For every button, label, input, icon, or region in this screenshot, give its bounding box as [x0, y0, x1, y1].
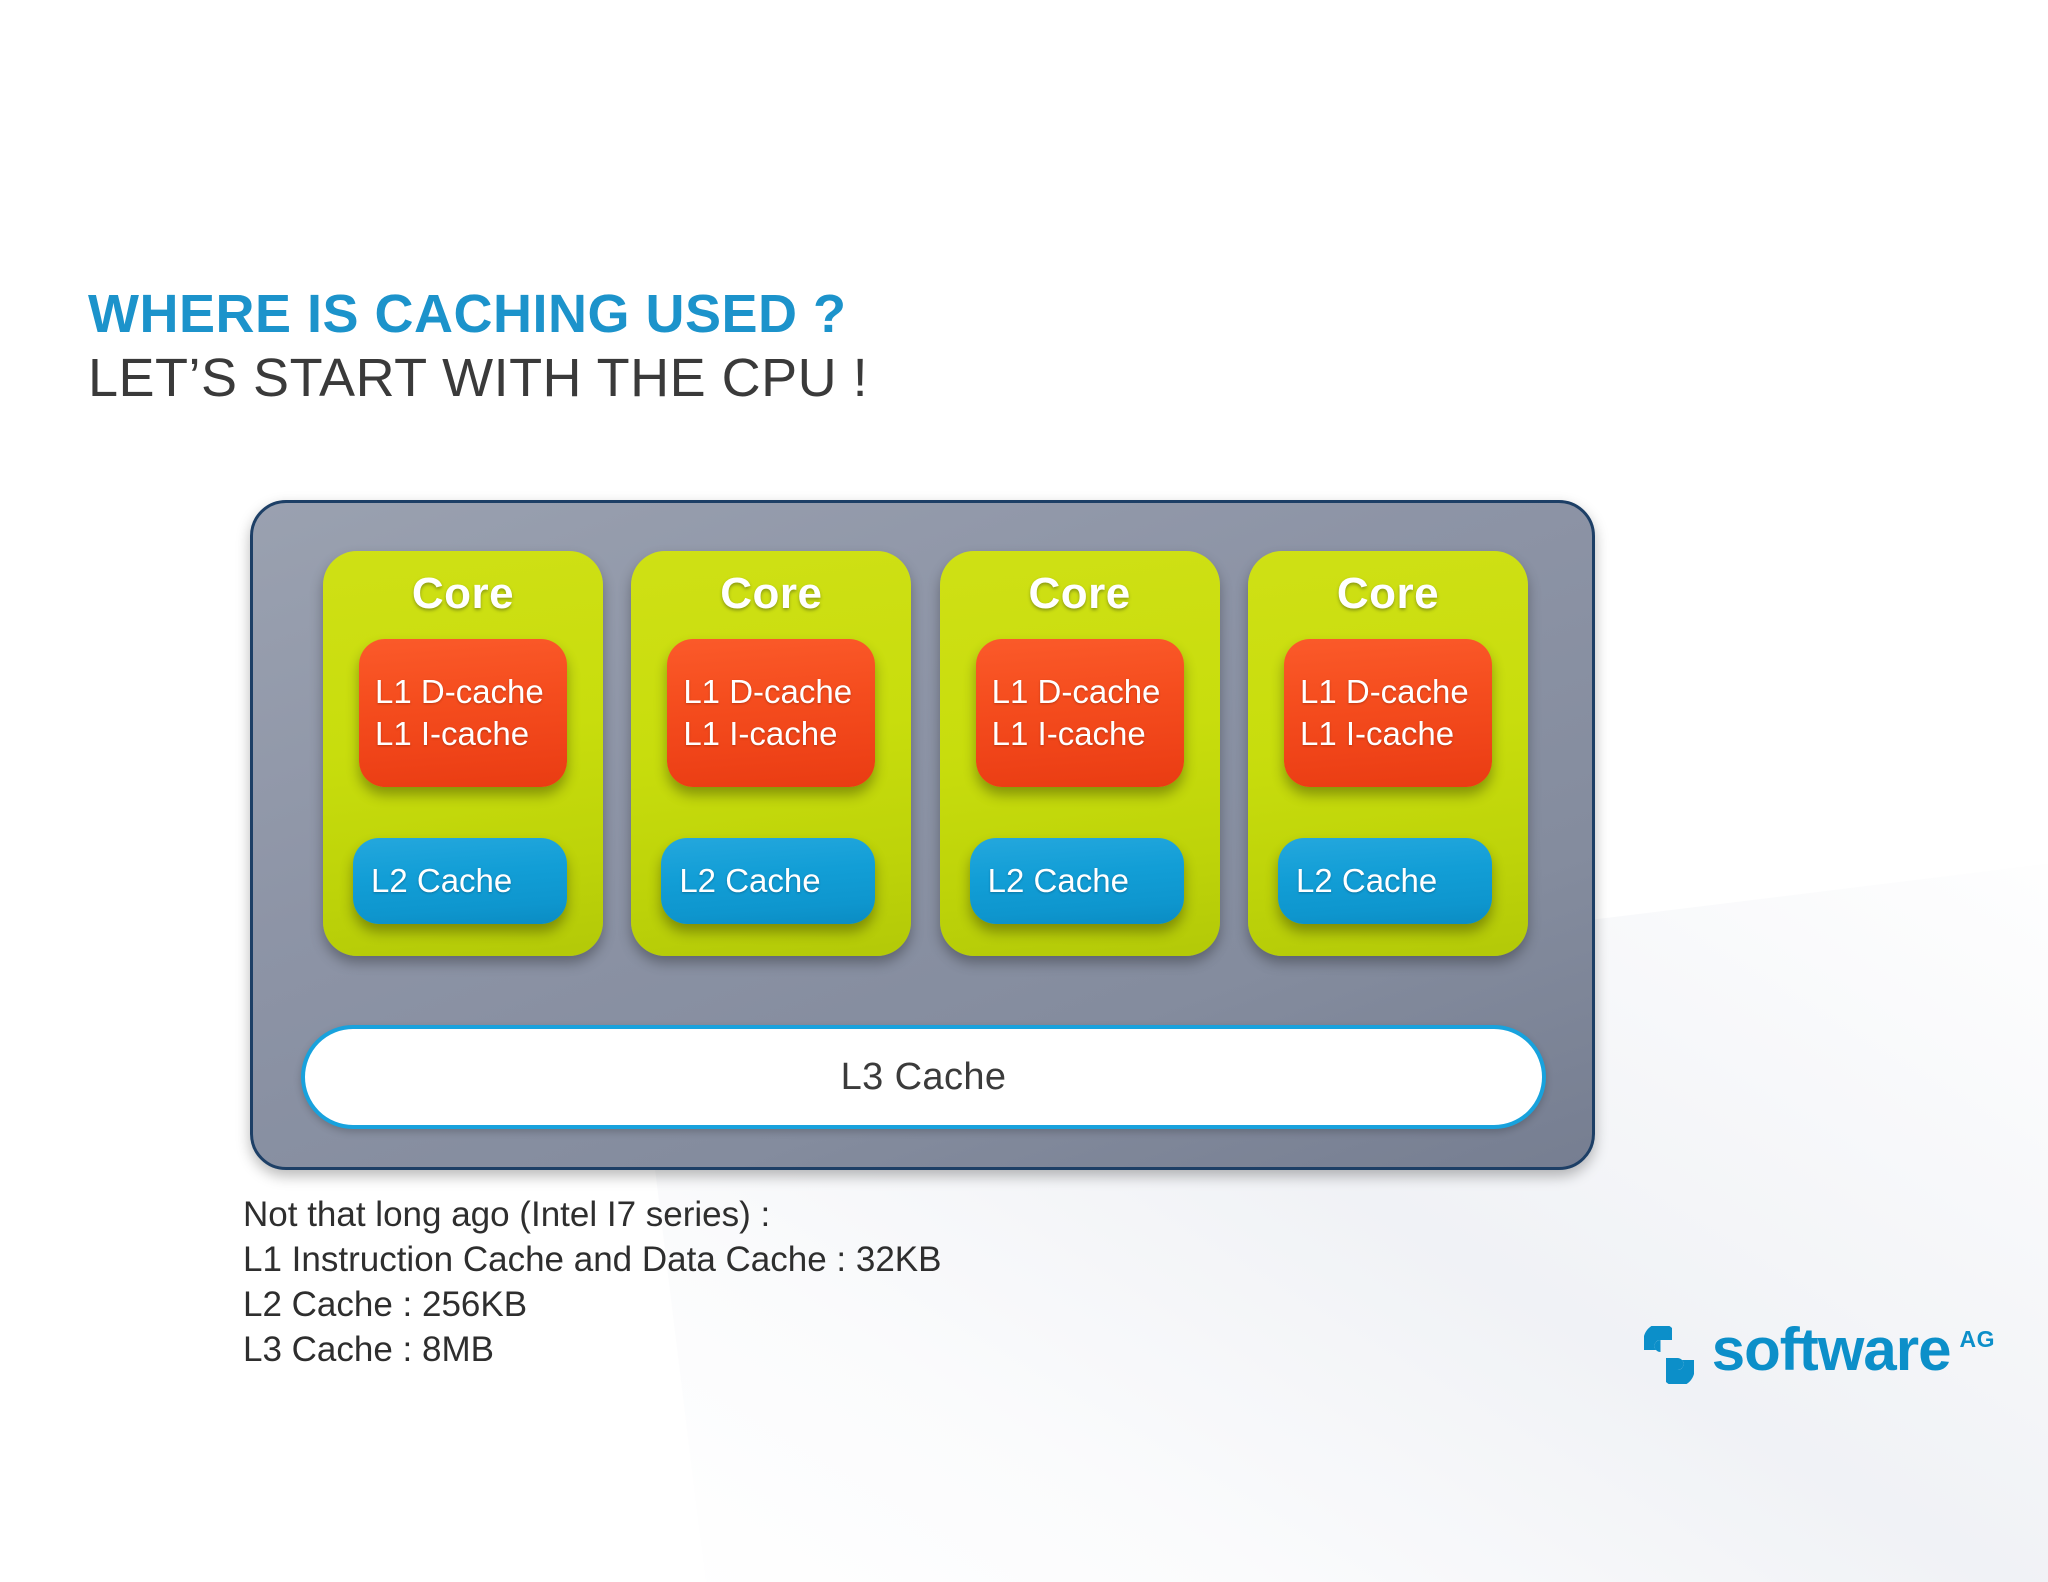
core-label: Core [720, 569, 823, 618]
l2-cache-block: L2 Cache [1277, 838, 1492, 924]
core-block-2: Core L1 D-cache L1 I-cache L2 Cache [631, 551, 912, 956]
l1-d-cache-label: L1 D-cache [991, 673, 1161, 711]
core-label: Core [1336, 569, 1440, 618]
l2-cache-block: L2 Cache [661, 838, 876, 924]
notes-line-2: L1 Instruction Cache and Data Cache : 32… [243, 1240, 942, 1280]
core-block-1: Core L1 D-cache L1 I-cache L2 Cache [323, 551, 603, 956]
l2-cache-label: L2 Cache [371, 862, 513, 899]
l2-cache-label: L2 Cache [679, 862, 821, 899]
l3-cache-label: L3 Cache [840, 1055, 1007, 1098]
notes-line-1: Not that long ago (Intel I7 series) : [243, 1195, 771, 1234]
title-secondary: LET’S START WITH THE CPU ! [88, 348, 869, 409]
core-block-4: Core L1 D-cache L1 I-cache L2 Cache [1247, 551, 1528, 956]
l1-d-cache-label: L1 D-cache [375, 673, 544, 711]
core-block-3: Core L1 D-cache L1 I-cache L2 Cache [939, 551, 1220, 956]
notes-line-4: L3 Cache : 8MB [243, 1330, 494, 1370]
l2-cache-label: L2 Cache [1295, 862, 1438, 899]
l1-d-cache-label: L1 D-cache [683, 673, 853, 711]
l3-cache-block: L3 Cache [301, 1025, 1546, 1129]
l1-cache-block: L1 D-cache L1 I-cache [359, 639, 567, 787]
notes-block: Not that long ago (Intel I7 series) : L1… [243, 1192, 941, 1373]
l1-i-cache-label: L1 I-cache [375, 715, 530, 752]
page-title: WHERE IS CACHING USED ? LET’S START WITH… [88, 284, 869, 409]
core-label: Core [1028, 569, 1131, 618]
logo-suffix: AG [1959, 1326, 1995, 1352]
l1-i-cache-label: L1 I-cache [683, 715, 838, 752]
l2-cache-block: L2 Cache [969, 838, 1184, 924]
notes-line-3: L2 Cache : 256KB [243, 1285, 528, 1325]
software-ag-s-mark-icon [1643, 1326, 1694, 1384]
title-primary: WHERE IS CACHING USED ? [88, 284, 847, 344]
core-row: Core L1 D-cache L1 I-cache L2 Cache Core… [323, 551, 1528, 956]
l1-cache-block: L1 D-cache L1 I-cache [1283, 639, 1492, 787]
l1-i-cache-label: L1 I-cache [991, 715, 1146, 752]
l2-cache-label: L2 Cache [987, 862, 1129, 899]
l1-i-cache-label: L1 I-cache [1299, 715, 1455, 752]
software-ag-logo: software AG [1642, 1320, 1995, 1384]
core-label: Core [411, 569, 515, 618]
logo-wordmark: software [1711, 1316, 1952, 1383]
l1-cache-block: L1 D-cache L1 I-cache [667, 639, 876, 787]
cpu-package-container: Core L1 D-cache L1 I-cache L2 Cache Core… [250, 500, 1595, 1170]
l1-cache-block: L1 D-cache L1 I-cache [975, 639, 1184, 787]
l2-cache-block: L2 Cache [353, 838, 567, 924]
l1-d-cache-label: L1 D-cache [1299, 673, 1469, 711]
